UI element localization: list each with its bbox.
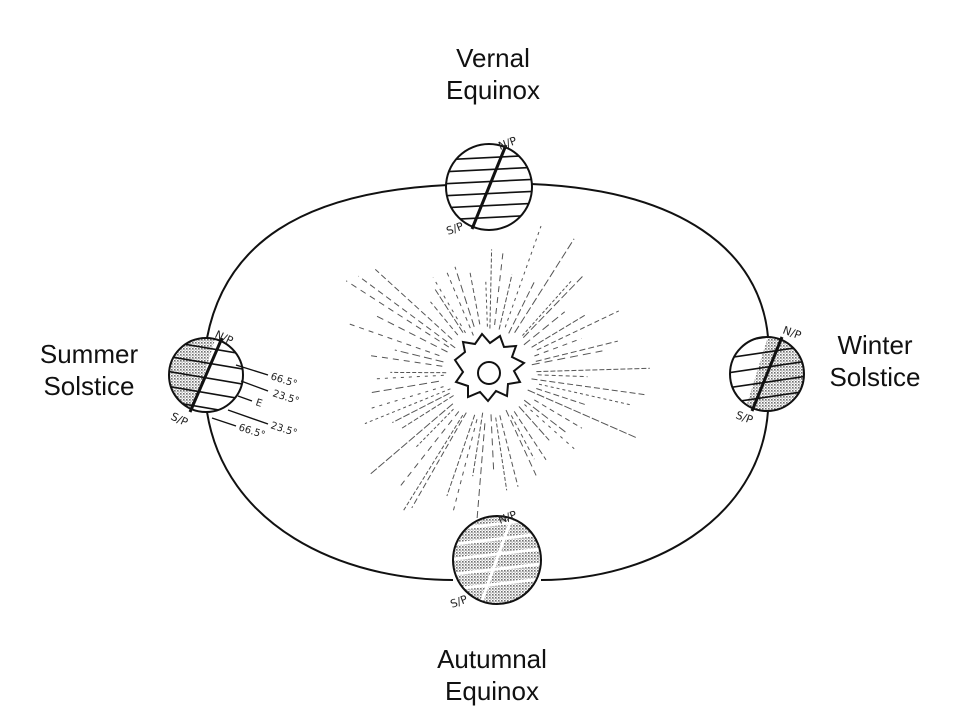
sun-ray xyxy=(371,356,442,367)
sun-ray xyxy=(515,239,575,333)
sun-ray xyxy=(491,414,494,474)
latitude-mark-arctic: 66.5° xyxy=(269,371,298,390)
summer-solstice-label: Summer Solstice xyxy=(14,338,164,402)
sun-ray xyxy=(524,400,566,433)
sun-ray xyxy=(392,393,449,422)
earth-autumnal: N/P S/P xyxy=(445,508,550,611)
vernal-label-line1: Vernal xyxy=(398,42,588,74)
sun-ray xyxy=(435,290,463,333)
earth-summer: N/P S/P 66.5° 23.5° E 23.5° 66.5° xyxy=(160,328,300,441)
sun-ray xyxy=(500,415,518,486)
winter-label-line1: Winter xyxy=(800,329,950,361)
vernal-equinox-label: Vernal Equinox xyxy=(398,42,588,106)
sun-ray xyxy=(536,368,649,371)
sun-ray xyxy=(365,389,451,424)
sun-ray xyxy=(532,351,603,365)
sun-ray xyxy=(539,384,632,405)
sun-ray xyxy=(490,249,492,328)
sun-ray xyxy=(431,302,458,335)
south-pole-label: S/P xyxy=(449,593,470,611)
sun-ray xyxy=(519,406,549,440)
summer-label-line2: Solstice xyxy=(14,370,164,402)
sun-ray xyxy=(395,350,444,362)
sun-ray xyxy=(486,282,488,327)
south-pole-label: S/P xyxy=(169,410,191,429)
sun-ray xyxy=(371,381,439,392)
sun-ray xyxy=(401,396,454,430)
sun-ray xyxy=(470,273,480,325)
latitude-mark-cancer: 23.5° xyxy=(271,388,300,407)
south-pole-label: S/P xyxy=(445,220,466,238)
sun-ray xyxy=(505,226,541,327)
sun-ray xyxy=(371,404,453,474)
sun-ray xyxy=(523,275,584,338)
sun-ray xyxy=(375,269,452,339)
sun xyxy=(478,362,500,384)
latitude-mark-equator: E xyxy=(254,397,263,409)
north-pole-label: N/P xyxy=(497,134,519,153)
summer-label-line1: Summer xyxy=(14,338,164,370)
sun-ray xyxy=(372,387,444,409)
sun-ray xyxy=(453,419,478,514)
vernal-label-line2: Equinox xyxy=(398,74,588,106)
sun-ray xyxy=(495,251,504,325)
winter-label-line2: Solstice xyxy=(800,361,950,393)
autumnal-label-line2: Equinox xyxy=(392,675,592,707)
winter-solstice-label: Winter Solstice xyxy=(800,329,950,393)
autumnal-equinox-label: Autumnal Equinox xyxy=(392,643,592,707)
sun-ray xyxy=(473,413,483,477)
sun-ray xyxy=(528,390,637,438)
sun-ray xyxy=(348,323,440,355)
latitude-mark-capricorn: 23.5° xyxy=(269,420,298,439)
south-pole-label: S/P xyxy=(734,409,755,427)
sun-ray xyxy=(400,411,459,487)
sun-ray xyxy=(476,423,485,530)
latitude-mark-antarctic: 66.5° xyxy=(237,422,266,441)
sun-ray xyxy=(455,267,474,327)
sun-ray xyxy=(496,418,507,491)
sun-ray xyxy=(359,276,456,348)
autumnal-label-line1: Autumnal xyxy=(392,643,592,675)
sun-ray xyxy=(412,413,467,508)
sun-ray xyxy=(346,281,449,347)
earth-vernal: N/P S/P xyxy=(440,134,540,238)
sun-ray xyxy=(404,415,463,510)
sun-ray xyxy=(525,405,575,449)
sun-ray xyxy=(373,375,443,379)
sun-ray xyxy=(499,275,512,330)
sun-ray xyxy=(538,375,588,377)
sun-ray xyxy=(506,410,536,475)
